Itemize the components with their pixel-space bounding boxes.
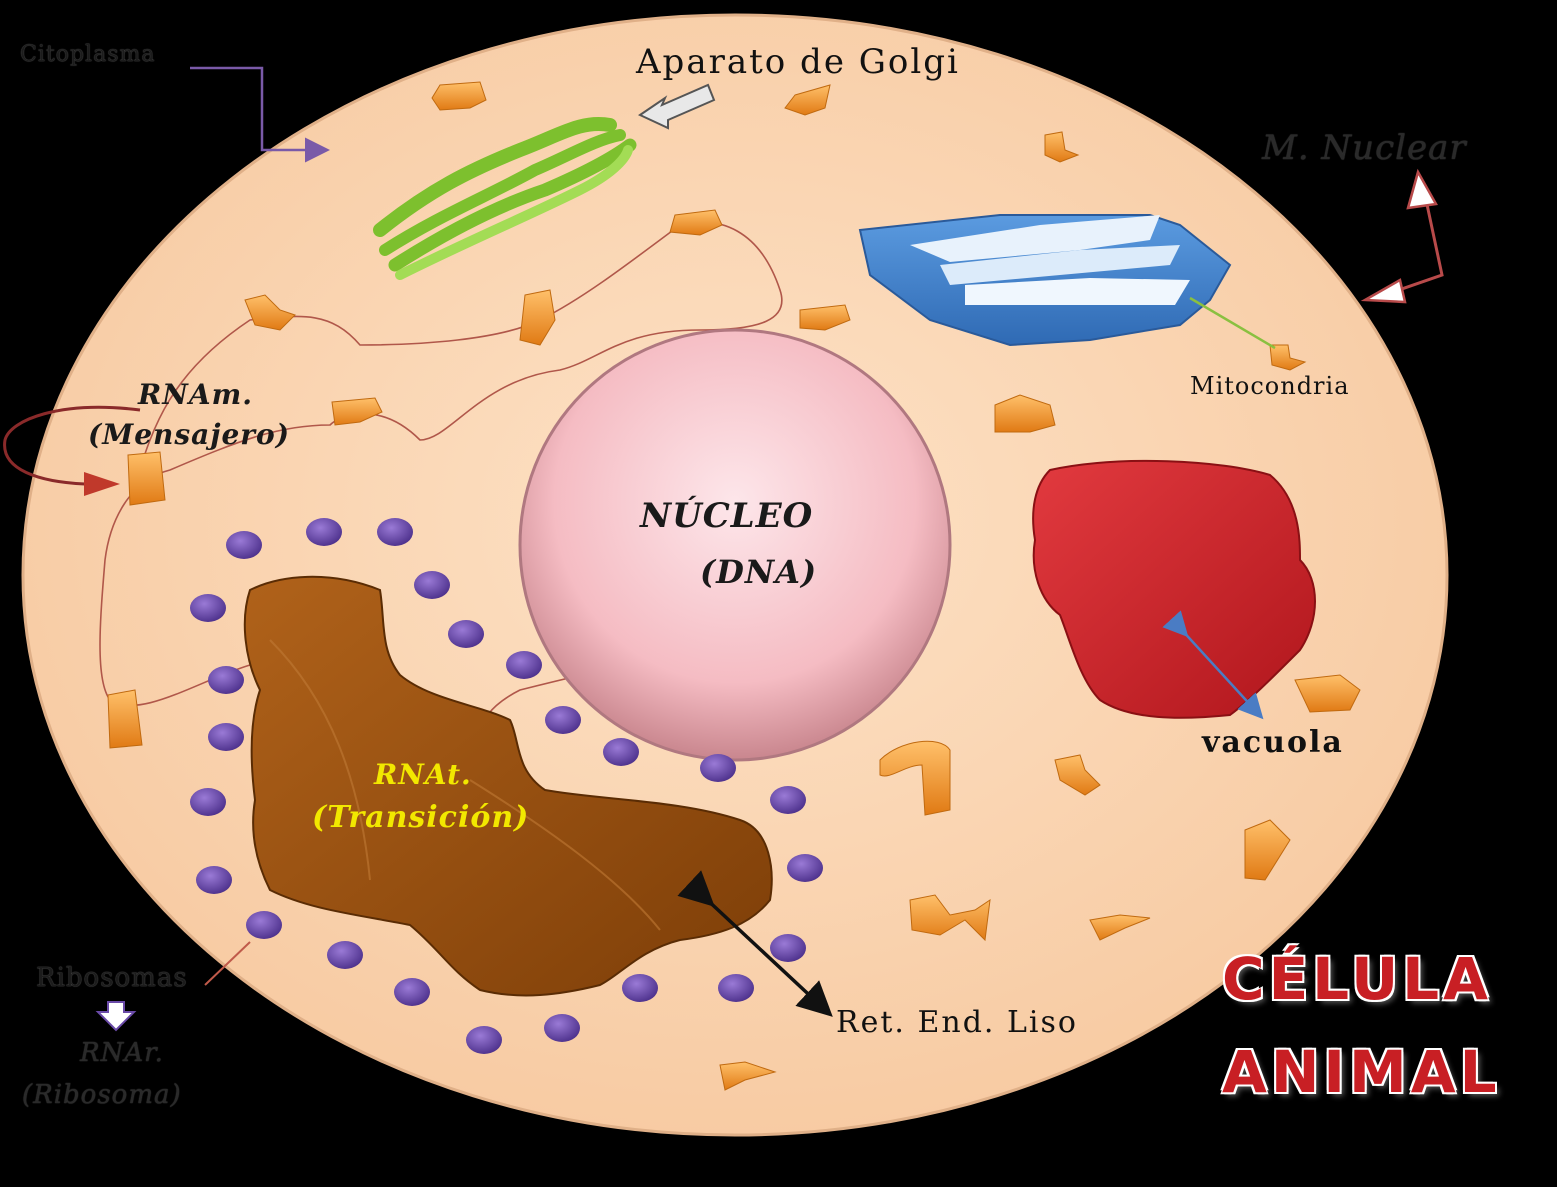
- organelle: [719, 1061, 777, 1091]
- organelle: [909, 894, 991, 942]
- ribosome: [770, 934, 806, 962]
- ribosome: [466, 1026, 502, 1054]
- ribosome: [208, 723, 244, 751]
- ribosome: [718, 974, 754, 1002]
- organelle: [799, 304, 851, 331]
- organelle: [127, 451, 166, 506]
- ribosome: [196, 866, 232, 894]
- organelle: [1044, 131, 1080, 163]
- organelle: [431, 81, 487, 111]
- ribosome: [208, 666, 244, 694]
- label-nuclear-membrane: M. Nuclear: [1262, 128, 1467, 168]
- nuclear-membrane-arrow-icon: [1360, 278, 1407, 304]
- mrna-arrow-icon: [84, 472, 120, 496]
- golgi-apparatus: [373, 117, 637, 280]
- ribosome: [190, 788, 226, 816]
- ribosome: [603, 738, 639, 766]
- ribosome: [394, 978, 430, 1006]
- organelle: [1269, 344, 1307, 371]
- organelle: [519, 289, 556, 346]
- organelle: [879, 740, 951, 816]
- ribosome: [506, 651, 542, 679]
- label-smooth-er: Ret. End. Liso: [836, 1005, 1078, 1040]
- ribosome: [787, 854, 823, 882]
- mrna-strand: [99, 221, 783, 707]
- ribosome: [545, 706, 581, 734]
- ribosome: [377, 518, 413, 546]
- ribosome: [414, 571, 450, 599]
- ribosome: [246, 911, 282, 939]
- organelle: [994, 394, 1056, 433]
- ser-pointer: [677, 870, 833, 1017]
- label-nucleus-line1: NÚCLEO: [640, 496, 814, 536]
- label-trna-line2: (Transición): [312, 800, 530, 835]
- nuclear-membrane-arrow-icon: [1406, 168, 1438, 210]
- ribosome: [226, 531, 262, 559]
- ribosome: [770, 786, 806, 814]
- golgi-arrow-icon: [637, 83, 716, 130]
- label-ribosomes: Ribosomas: [36, 963, 188, 993]
- label-golgi: Aparato de Golgi: [636, 42, 960, 82]
- label-rrna-line2: (Ribosoma): [22, 1080, 182, 1110]
- cytoplasm-pointer: [190, 66, 330, 163]
- label-trna-line1: RNAt.: [374, 758, 472, 791]
- ribosome: [190, 594, 226, 622]
- ribosomes-pointer: [204, 941, 251, 986]
- organelle: [244, 294, 296, 331]
- ribosome: [544, 1014, 580, 1042]
- mitochondria-pointer: [1189, 296, 1276, 350]
- label-nucleus-line2: (DNA): [700, 553, 818, 591]
- ribosome: [700, 754, 736, 782]
- ribosome: [622, 974, 658, 1002]
- label-mrna-line1: RNAm.: [138, 378, 253, 411]
- label-rrna-line1: RNAr.: [80, 1038, 164, 1068]
- organelle: [331, 397, 383, 426]
- ribosome: [327, 941, 363, 969]
- organelle: [1294, 674, 1361, 713]
- label-mitochondria: Mitocondria: [1190, 372, 1350, 400]
- ribosome: [448, 620, 484, 648]
- organelle: [669, 209, 723, 236]
- organelle: [1244, 819, 1291, 881]
- label-mrna-line2: (Mensajero): [88, 418, 290, 451]
- label-cytoplasm: Citoplasma: [20, 42, 156, 67]
- organelle: [107, 689, 143, 749]
- ribosomes-down-arrow-icon: [95, 1001, 137, 1032]
- organelles: [107, 81, 1361, 1091]
- organelle: [1089, 914, 1151, 941]
- title-line2: ANIMAL: [1222, 1038, 1501, 1106]
- organelle: [1054, 754, 1101, 796]
- vacuole-pointer: [1162, 610, 1264, 720]
- ribosome: [306, 518, 342, 546]
- mitochondria: [858, 214, 1232, 347]
- organelle: [784, 84, 831, 116]
- title-line1: CÉLULA: [1222, 945, 1493, 1013]
- label-vacuole: vacuola: [1202, 725, 1344, 760]
- nuclear-membrane-pointer: [1369, 194, 1444, 302]
- nucleus: [518, 328, 952, 762]
- mrna-loop-pointer: [3, 405, 141, 486]
